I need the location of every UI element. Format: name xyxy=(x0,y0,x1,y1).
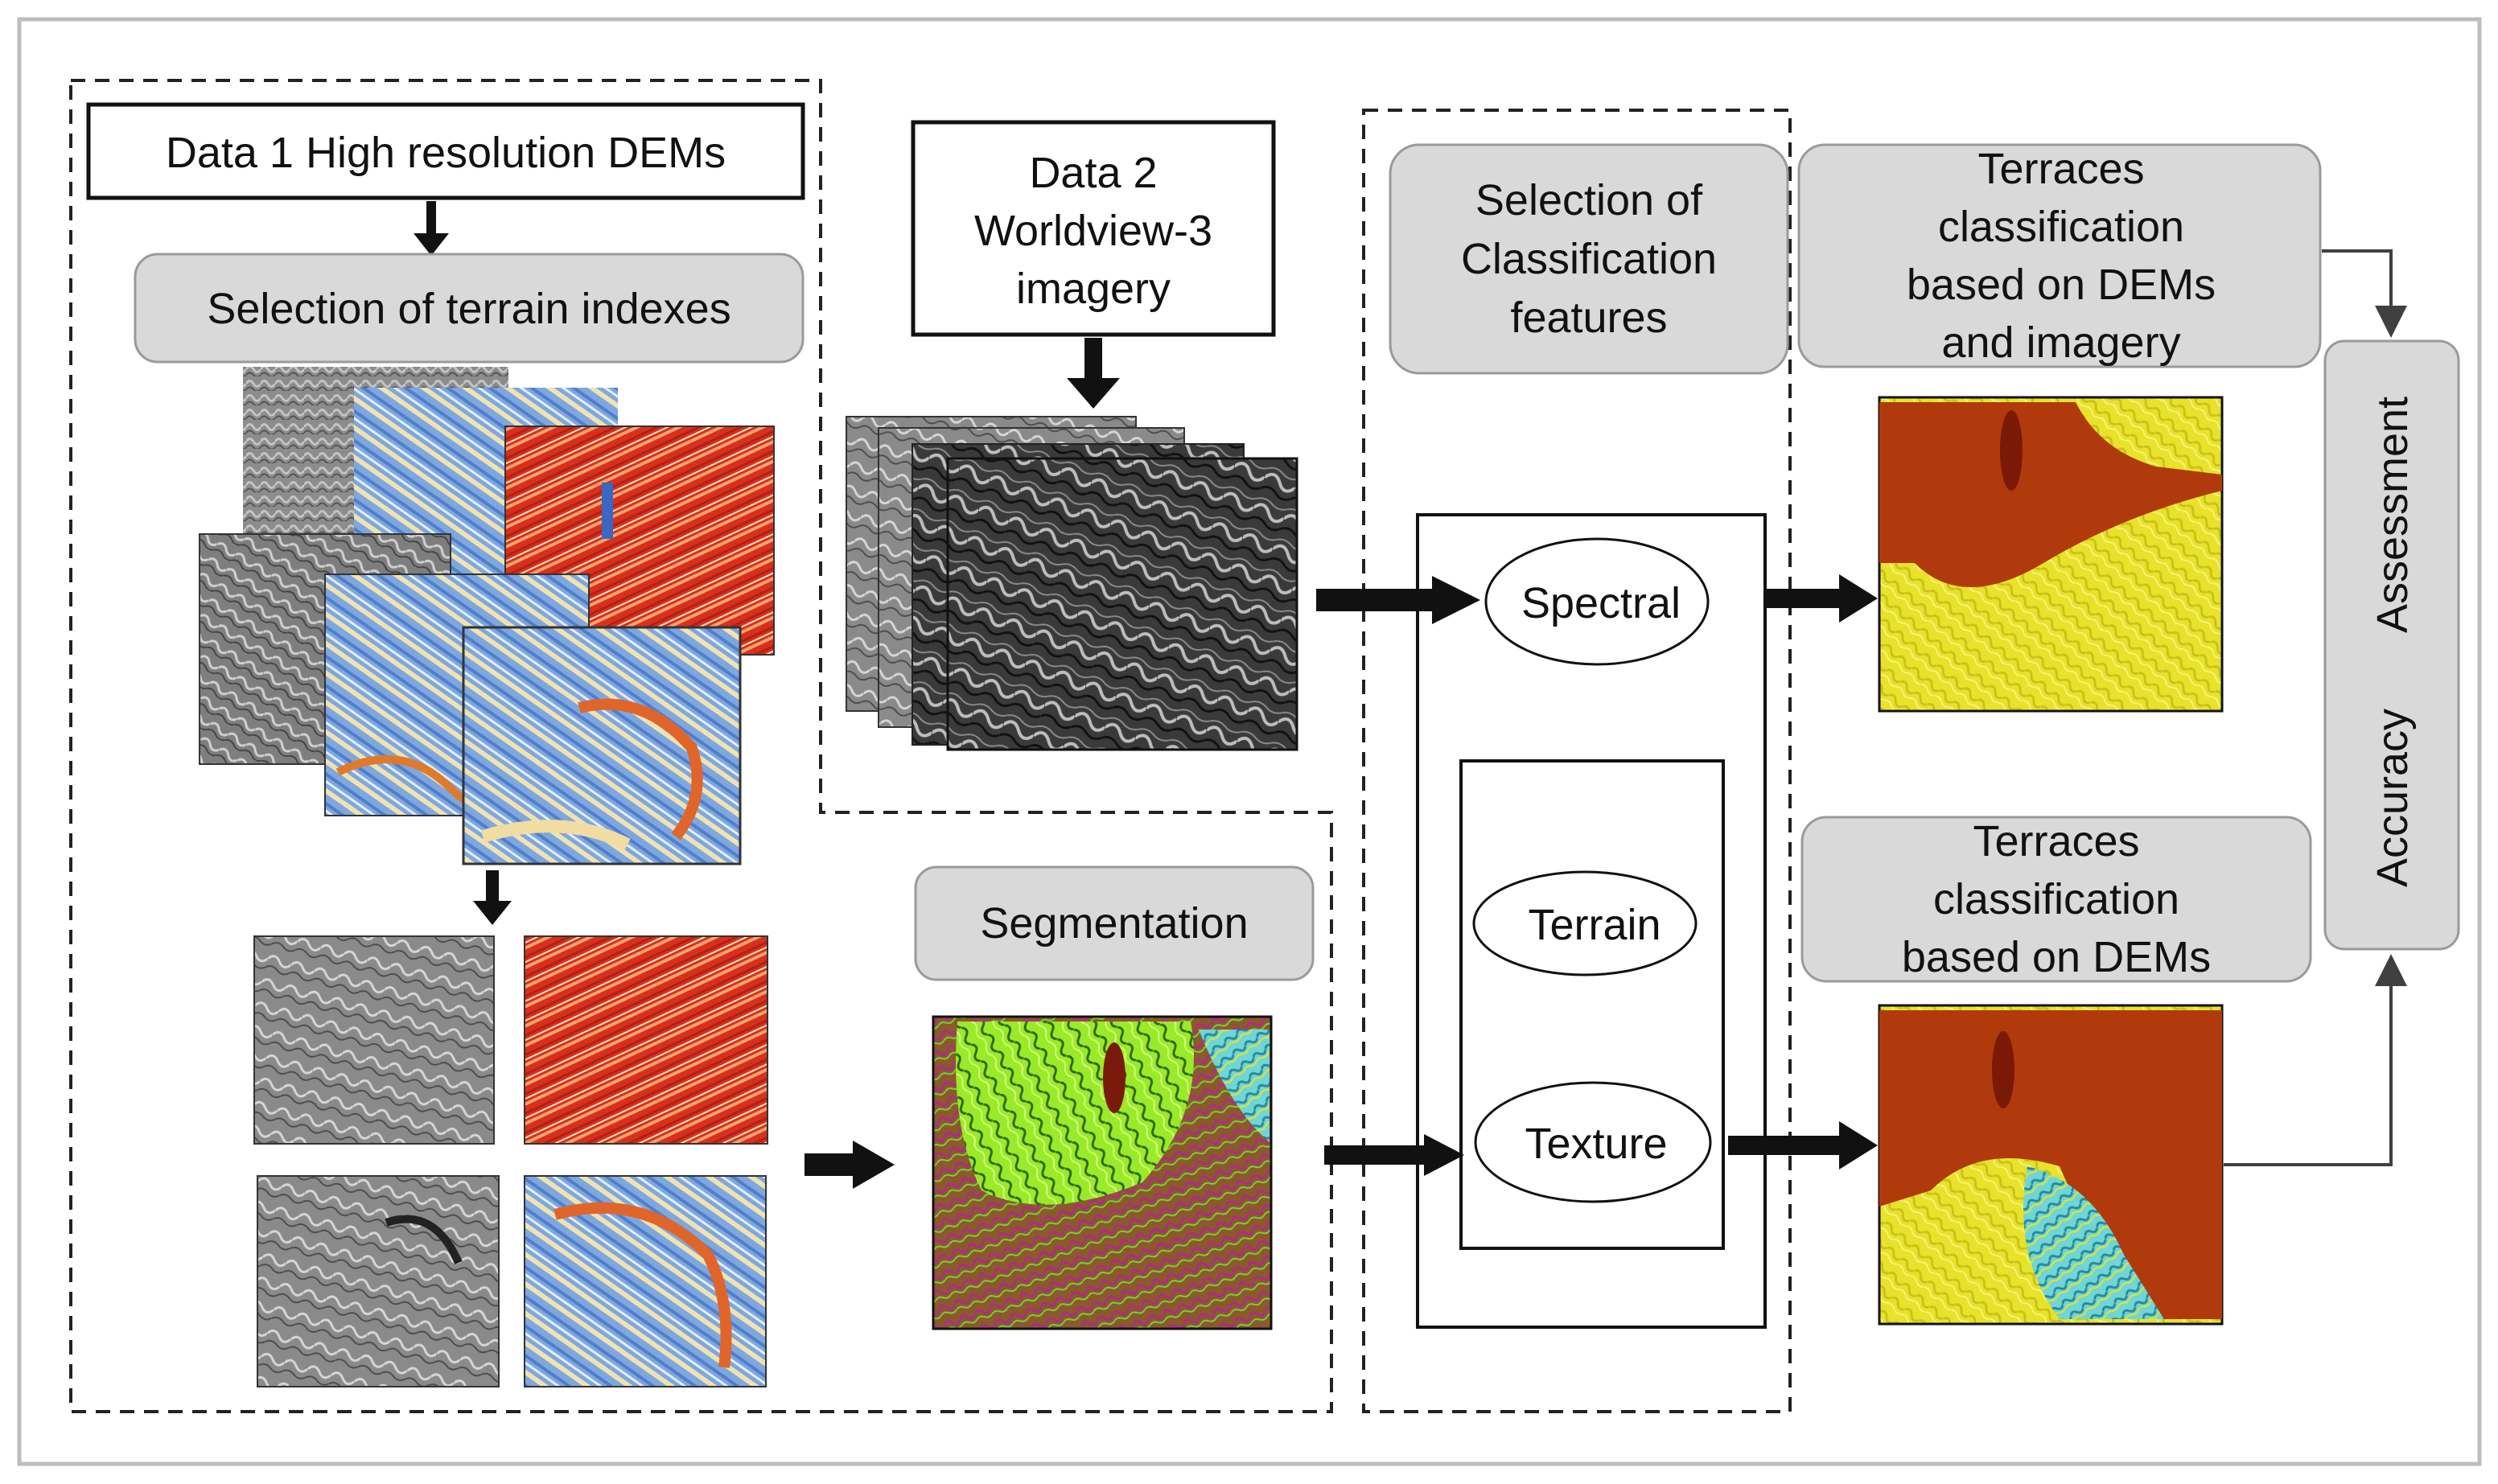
arrow-down-2-shaft xyxy=(486,870,499,906)
segmentation-image xyxy=(932,1015,1273,1330)
result-map-imagery xyxy=(1878,396,2224,713)
arrow-down-1-shaft xyxy=(426,201,436,236)
classification-features-line1: Selection of xyxy=(1475,176,1703,224)
result-imagery-line3: based on DEMs xyxy=(1907,261,2216,309)
terrain-feature xyxy=(1472,870,1698,976)
arrow-texture-to-result xyxy=(1728,1121,1878,1170)
result-map-dems-class-b xyxy=(2023,1166,2164,1319)
texture-feature xyxy=(1474,1081,1712,1203)
arrow-down-2-head xyxy=(473,901,512,925)
selected-index-hillshade-a xyxy=(253,935,495,1145)
data1-box xyxy=(86,102,805,200)
result-map-dems-class-a xyxy=(1879,1010,2222,1319)
result-dems-box xyxy=(1800,816,2312,983)
selected-index-grid xyxy=(253,935,768,1387)
arrow-down-1-head xyxy=(414,233,449,256)
features-region xyxy=(1362,109,1792,1413)
connector-imagery-to-accuracy xyxy=(2322,249,2407,338)
result-map-dems-dark-patch xyxy=(1992,1031,2014,1108)
arrow-data2-shaft xyxy=(1084,338,1102,381)
selected-index-hillshade-b xyxy=(257,1175,500,1387)
terrain-index-stack xyxy=(199,367,775,865)
result-imagery-line2: classification xyxy=(1938,203,2184,251)
arrow-spectral-to-result xyxy=(1767,574,1878,623)
selected-index-ridge xyxy=(554,1202,732,1368)
segmentation-image-cyan-zone xyxy=(1199,1030,1270,1142)
arrow-imagery-to-spectral xyxy=(1316,576,1480,624)
connector-dems-to-accuracy xyxy=(2224,954,2407,1166)
terrain-label: Terrain xyxy=(1528,901,1661,949)
result-imagery-box xyxy=(1797,143,2322,368)
dem-imagery-region xyxy=(69,79,1333,1413)
data2-line1: Data 2 xyxy=(1029,149,1157,197)
result-dems-line2: classification xyxy=(1933,875,2179,923)
arrow-to-segmentation xyxy=(805,1141,895,1189)
terrain-layer-channel xyxy=(602,483,613,539)
texture-label: Texture xyxy=(1525,1120,1667,1168)
data1-title: Data 1 High resolution DEMs xyxy=(166,129,726,177)
result-dems-line1: Terraces xyxy=(1973,817,2139,865)
terrain-selection-label: Selection of terrain indexes xyxy=(207,285,730,333)
spectral-feature xyxy=(1484,537,1710,666)
result-map-imagery-dark-patch xyxy=(2000,410,2023,491)
data2-box xyxy=(911,120,1276,337)
selected-index-red xyxy=(524,935,768,1145)
terrain-layer-ridge-c xyxy=(578,698,703,841)
result-map-dems xyxy=(1878,1004,2224,1326)
arrow-data2-head xyxy=(1067,378,1120,409)
classification-features-line2: Classification xyxy=(1461,235,1717,283)
result-imagery-line1: Terraces xyxy=(1977,145,2144,193)
classification-features-box xyxy=(1389,143,1789,375)
spectral-label: Spectral xyxy=(1521,579,1681,627)
data2-line2: Worldview-3 xyxy=(974,207,1212,255)
segmentation-image-dark-patch xyxy=(1103,1042,1126,1113)
worldview-image-stack xyxy=(846,416,1298,751)
accuracy-assessment-box xyxy=(2323,339,2460,951)
segmentation-box xyxy=(914,865,1315,981)
terrain-layer-valley-c xyxy=(480,820,631,851)
segmentation-image-terrace-zone xyxy=(956,1022,1194,1205)
result-map-imagery-class-a xyxy=(1879,402,2222,587)
segmentation-label: Segmentation xyxy=(980,899,1248,948)
terrain-selection-box xyxy=(134,253,805,364)
result-imagery-line4: and imagery xyxy=(1941,319,2180,367)
data2-line3: imagery xyxy=(1016,265,1171,313)
accuracy-word: Accuracy xyxy=(2368,709,2417,887)
assessment-word: Assessment xyxy=(2368,397,2417,633)
selected-index-ridge-gray xyxy=(385,1215,463,1264)
classification-features-line3: features xyxy=(1510,294,1667,342)
imagery-band-4 xyxy=(946,457,1298,751)
arrow-segmentation-to-texture xyxy=(1324,1134,1464,1176)
result-dems-line3: based on DEMs xyxy=(1902,933,2211,981)
